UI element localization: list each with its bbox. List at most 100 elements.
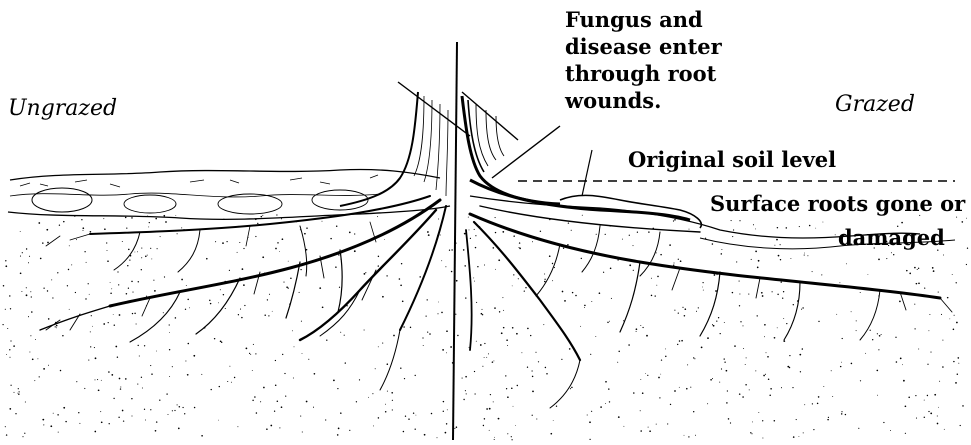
soil-speck bbox=[492, 361, 494, 363]
soil-speck bbox=[686, 388, 688, 390]
soil-speck bbox=[107, 260, 109, 262]
soil-speck bbox=[860, 380, 861, 381]
soil-speck bbox=[710, 379, 712, 381]
soil-speck bbox=[739, 220, 740, 221]
soil-speck bbox=[949, 318, 950, 319]
soil-speck bbox=[649, 430, 651, 432]
soil-speck bbox=[486, 408, 488, 410]
soil-speck bbox=[917, 269, 918, 270]
soil-speck bbox=[552, 280, 553, 281]
soil-speck bbox=[63, 221, 65, 223]
soil-speck bbox=[231, 382, 232, 383]
soil-speck bbox=[489, 408, 491, 410]
soil-speck bbox=[13, 345, 15, 347]
soil-speck bbox=[906, 270, 908, 272]
soil-speck bbox=[168, 414, 169, 415]
soil-speck bbox=[720, 333, 721, 334]
soil-speck bbox=[169, 376, 170, 377]
soil-speck bbox=[877, 395, 878, 396]
soil-speck bbox=[767, 356, 769, 358]
soil-speck bbox=[349, 232, 351, 234]
soil-speck bbox=[801, 309, 802, 310]
soil-speck bbox=[660, 254, 662, 256]
soil-speck bbox=[6, 354, 7, 355]
soil-speck bbox=[463, 249, 465, 251]
soil-speck bbox=[57, 272, 58, 273]
soil-speck bbox=[69, 309, 70, 310]
soil-speck bbox=[696, 311, 697, 312]
soil-speck bbox=[52, 297, 53, 298]
soil-speck bbox=[206, 258, 208, 260]
soil-speck bbox=[680, 260, 682, 262]
soil-speck bbox=[739, 281, 740, 282]
soil-speck bbox=[22, 252, 23, 253]
soil-speck bbox=[136, 323, 137, 324]
soil-speck bbox=[769, 395, 771, 397]
soil-speck bbox=[76, 239, 77, 240]
soil-speck bbox=[783, 291, 784, 292]
soil-speck bbox=[403, 326, 405, 328]
soil-speck bbox=[493, 247, 495, 249]
soil-speck bbox=[156, 421, 157, 422]
soil-speck bbox=[498, 259, 500, 261]
soil-speck bbox=[378, 256, 379, 257]
soil-speck bbox=[962, 405, 964, 407]
soil-speck bbox=[104, 228, 106, 230]
soil-speck bbox=[263, 387, 265, 389]
soil-speck bbox=[5, 260, 6, 261]
soil-speck bbox=[841, 413, 843, 415]
soil-speck bbox=[545, 367, 546, 368]
soil-speck bbox=[242, 268, 244, 270]
soil-speck bbox=[474, 371, 475, 372]
soil-speck bbox=[540, 231, 541, 232]
soil-speck bbox=[181, 227, 182, 228]
soil-speck bbox=[314, 373, 316, 375]
soil-speck bbox=[147, 255, 148, 256]
soil-speck bbox=[473, 277, 474, 278]
soil-speck bbox=[131, 415, 132, 416]
soil-speck bbox=[475, 247, 476, 248]
soil-speck bbox=[43, 424, 44, 425]
soil-speck bbox=[507, 396, 509, 398]
soil-speck bbox=[860, 292, 861, 293]
soil-speck bbox=[944, 429, 945, 430]
soil-speck bbox=[466, 393, 467, 394]
soil-speck bbox=[570, 388, 571, 389]
soil-speck bbox=[227, 381, 228, 382]
soil-speck bbox=[914, 328, 915, 329]
surface-roots-label-line-2: damaged bbox=[838, 224, 945, 251]
soil-speck bbox=[103, 323, 105, 325]
soil-speck bbox=[519, 242, 520, 243]
soil-speck bbox=[229, 270, 230, 271]
soil-speck bbox=[293, 378, 294, 379]
soil-speck bbox=[30, 291, 31, 292]
soil-speck bbox=[817, 403, 819, 405]
soil-speck bbox=[84, 388, 85, 389]
soil-speck bbox=[563, 248, 564, 249]
soil-speck bbox=[126, 293, 128, 295]
soil-speck bbox=[762, 295, 764, 297]
soil-speck bbox=[678, 259, 679, 260]
soil-speck bbox=[481, 309, 482, 310]
soil-speck bbox=[103, 218, 104, 219]
soil-speck bbox=[674, 390, 676, 392]
soil-speck bbox=[443, 411, 444, 412]
soil-speck bbox=[463, 399, 464, 400]
soil-speck bbox=[512, 285, 513, 286]
soil-speck bbox=[148, 226, 149, 227]
soil-speck bbox=[726, 370, 728, 372]
soil-speck bbox=[169, 349, 170, 350]
soil-speck bbox=[474, 393, 475, 394]
soil-speck bbox=[623, 426, 624, 427]
soil-speck bbox=[927, 364, 928, 365]
ungrazed-soil-surface bbox=[8, 169, 450, 219]
soil-speck bbox=[728, 418, 730, 420]
soil-speck bbox=[832, 396, 833, 397]
soil-speck bbox=[38, 222, 40, 224]
soil-speck bbox=[28, 316, 29, 317]
soil-speck bbox=[138, 345, 139, 346]
soil-speck bbox=[877, 333, 878, 334]
soil-speck bbox=[400, 284, 402, 286]
soil-speck bbox=[851, 363, 853, 365]
soil-speck bbox=[95, 357, 97, 359]
